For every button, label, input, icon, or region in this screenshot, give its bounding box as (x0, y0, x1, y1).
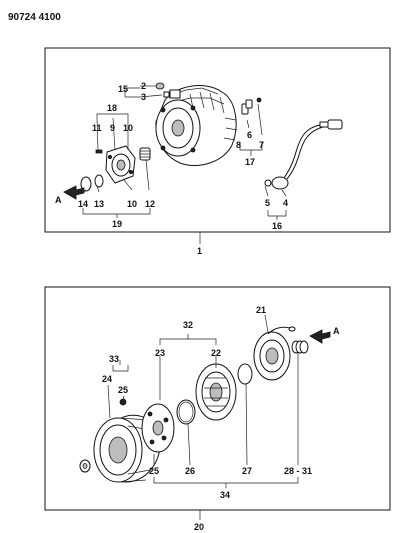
rotor (195, 363, 237, 421)
callout-14: 14 (78, 199, 88, 209)
callout-12: 12 (145, 199, 155, 209)
leader-lines-top (82, 85, 287, 244)
shims-28-31 (291, 340, 309, 354)
callout-25-top: 25 (118, 385, 128, 395)
felt-seal-13 (80, 174, 104, 192)
arrow-a-label-top: A (55, 195, 62, 205)
arrow-a-label-bottom: A (333, 326, 340, 336)
diagram-code: 90724 4100 (8, 12, 61, 23)
callout-8: 8 (236, 140, 241, 150)
arrow-a-bottom (309, 329, 331, 344)
callout-13: 13 (94, 199, 104, 209)
magnetic-clutch-panel: 32 23 22 21 A 33 24 25 25 26 27 28 - 31 … (44, 286, 391, 532)
callout-7: 7 (259, 140, 264, 150)
callout-11: 11 (92, 123, 102, 133)
thermal-switch (264, 119, 343, 190)
callout-24: 24 (102, 374, 112, 384)
pulley (93, 414, 161, 483)
panel-frame-top (44, 47, 391, 233)
assembly-label-20: 20 (194, 522, 204, 532)
bolt-11 (95, 149, 103, 154)
callout-21: 21 (256, 305, 266, 315)
callout-26: 26 (185, 466, 195, 476)
callout-34: 34 (220, 490, 230, 500)
callout-28-31: 28 - 31 (284, 466, 312, 476)
callout-22: 22 (211, 348, 221, 358)
callout-2: 2 (141, 81, 146, 91)
assembly-label-1: 1 (197, 246, 202, 256)
washer (79, 459, 91, 473)
callout-32: 32 (183, 320, 193, 330)
compressor-assembly-panel: 15 2 3 18 11 9 10 6 8 7 17 A 14 13 10 12… (44, 47, 391, 256)
callout-15: 15 (118, 84, 128, 94)
compressor-body (155, 85, 238, 167)
callout-33: 33 (109, 354, 119, 364)
panel-frame-bottom (44, 286, 391, 511)
relief-valve (241, 97, 262, 115)
leader-lines-bottom (107, 314, 299, 520)
callout-23: 23 (155, 348, 165, 358)
callout-3: 3 (141, 92, 146, 102)
callout-6: 6 (247, 130, 252, 140)
callout-9: 9 (110, 123, 115, 133)
shaft-seal (139, 147, 151, 161)
callout-17: 17 (245, 157, 255, 167)
shaft-seal-plate (105, 145, 136, 184)
arrow-a-top (63, 185, 85, 200)
callout-27: 27 (242, 466, 252, 476)
armature-plate (141, 403, 175, 453)
callout-16: 16 (272, 221, 282, 231)
callout-10-top: 10 (123, 123, 133, 133)
callout-18: 18 (107, 103, 117, 113)
valve-2-3 (155, 82, 170, 98)
callout-19: 19 (112, 219, 122, 229)
snap-ring-26 (176, 399, 196, 425)
field-coil (253, 326, 296, 381)
callout-10-bottom: 10 (127, 199, 137, 209)
callout-5: 5 (265, 198, 270, 208)
callout-25-bottom: 25 (149, 466, 159, 476)
snap-ring-27 (237, 363, 253, 385)
callout-4: 4 (283, 198, 288, 208)
